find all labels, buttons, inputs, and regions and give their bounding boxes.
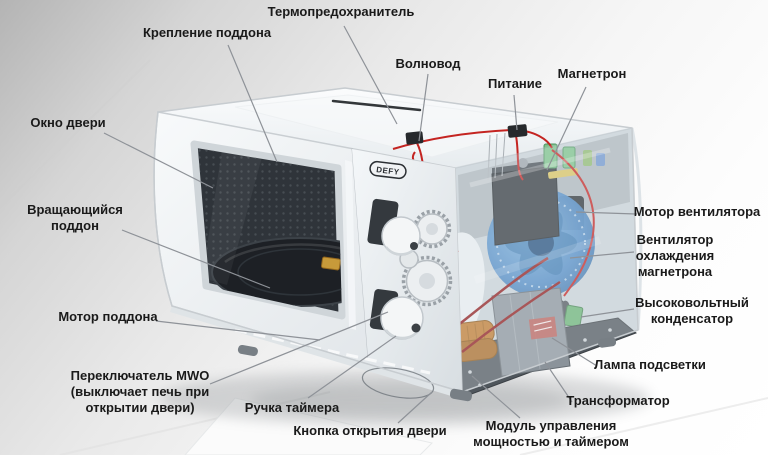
- leader-power-supply: [513, 94, 518, 131]
- leader-door-window: [103, 132, 214, 189]
- tray-coupler: [321, 256, 341, 271]
- leader-magnetron: [546, 86, 587, 171]
- label-backlight-lamp: Лампа подсветки: [594, 357, 706, 372]
- label-tray-motor: Мотор поддона: [58, 309, 158, 324]
- label-timer-knob: Ручка таймера: [244, 400, 340, 415]
- label-cooling-fan: Вентилятор охлаждения магнетрона: [635, 232, 715, 279]
- top-clips: [405, 124, 528, 145]
- leader-waveguide: [418, 73, 429, 142]
- top-vent-slot: [331, 99, 422, 112]
- leader-tray-motor: [155, 320, 321, 341]
- door-handle: [345, 160, 356, 330]
- leader-rotating-tray: [121, 229, 271, 289]
- leader-control-module: [471, 375, 521, 419]
- power-clip: [507, 124, 528, 138]
- label-transformer: Трансформатор: [566, 393, 670, 408]
- brand-logo: DEFY: [369, 160, 407, 180]
- small-capacitors: [543, 143, 605, 179]
- internal-components: [392, 127, 643, 397]
- signal-wires: [487, 132, 506, 181]
- leader-door-open-button: [397, 391, 433, 424]
- control-panel: DEFY: [352, 149, 462, 392]
- rotating-tray-part: [211, 237, 342, 307]
- label-control-module: Модуль управления мощностью и таймером: [473, 418, 629, 449]
- leader-fan-motor: [575, 211, 638, 215]
- leader-hv-capacitor: [580, 308, 635, 318]
- label-waveguide: Волновод: [395, 56, 461, 71]
- leader-transformer: [544, 361, 573, 403]
- brand-logo-text: DEFY: [376, 165, 400, 177]
- leader-backlight-lamp: [551, 337, 598, 367]
- label-door-window: Окно двери: [30, 115, 106, 130]
- label-mwo-switch: Переключатель MWO (выключает печь при от…: [70, 368, 210, 415]
- label-thermal-fuse: Термопредохранитель: [267, 4, 415, 19]
- knobs: [380, 216, 424, 340]
- leader-mwo-switch: [209, 311, 389, 385]
- front-bottom-band: [170, 306, 462, 398]
- oven-feet: [237, 337, 617, 402]
- door-open-button-part: [361, 367, 435, 399]
- label-door-open-button: Кнопка открытия двери: [293, 423, 447, 438]
- leader-lines: [103, 25, 638, 424]
- label-rotating-tray: Вращающийся поддон: [27, 202, 123, 233]
- label-tray-mount: Крепление поддона: [142, 25, 272, 40]
- label-magnetron: Магнетрон: [557, 66, 627, 81]
- transformer-part: [451, 287, 571, 377]
- label-hv-capacitor: Высоковольтный конденсатор: [635, 295, 749, 326]
- magnetron-part: [491, 158, 560, 246]
- leader-timer-knob: [307, 335, 397, 399]
- leader-thermal-fuse: [343, 25, 398, 125]
- leader-cooling-fan: [569, 251, 635, 259]
- oven-front-face: DEFY: [153, 111, 463, 399]
- label-fan-motor: Мотор вентилятора: [633, 204, 761, 219]
- bottom-reflection: [234, 328, 431, 375]
- leader-tray-mount: [227, 44, 278, 163]
- waveguide-clip: [405, 131, 424, 145]
- label-power-supply: Питание: [487, 76, 543, 91]
